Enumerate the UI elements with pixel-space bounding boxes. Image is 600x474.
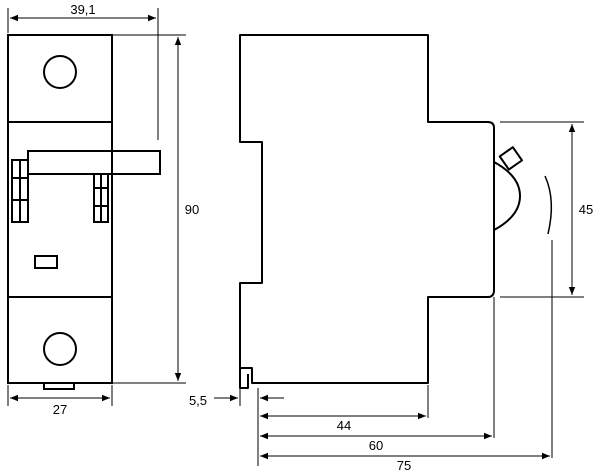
dimension-label-44: 44 — [337, 418, 351, 433]
dimension-label-5-5: 5,5 — [189, 393, 207, 408]
dimension-27 — [7, 385, 113, 406]
toggle-lever — [27, 150, 161, 175]
dimension-label-75: 75 — [397, 458, 411, 473]
dimension-label-39-1: 39,1 — [70, 2, 95, 17]
dimension-label-27: 27 — [53, 402, 67, 417]
dimension-45 — [500, 121, 584, 298]
bottom-terminal-screw-icon — [43, 332, 77, 366]
status-indicator-window — [34, 255, 58, 269]
din-rail-clip — [43, 382, 75, 390]
side-view — [239, 34, 553, 389]
top-terminal-screw-icon — [43, 55, 77, 89]
rail-foot — [239, 368, 249, 389]
lever-travel-arc — [544, 175, 553, 235]
depth-dimensions — [214, 240, 553, 466]
dimension-39-1 — [7, 8, 159, 140]
lever-nub — [498, 146, 523, 171]
dimension-label-60: 60 — [369, 438, 383, 453]
front-view — [7, 34, 161, 390]
front-lever-bump — [493, 161, 521, 231]
dimension-label-90: 90 — [185, 202, 199, 217]
dimension-90 — [112, 34, 186, 384]
dimension-label-45: 45 — [579, 202, 593, 217]
side-view-outline — [239, 34, 495, 384]
